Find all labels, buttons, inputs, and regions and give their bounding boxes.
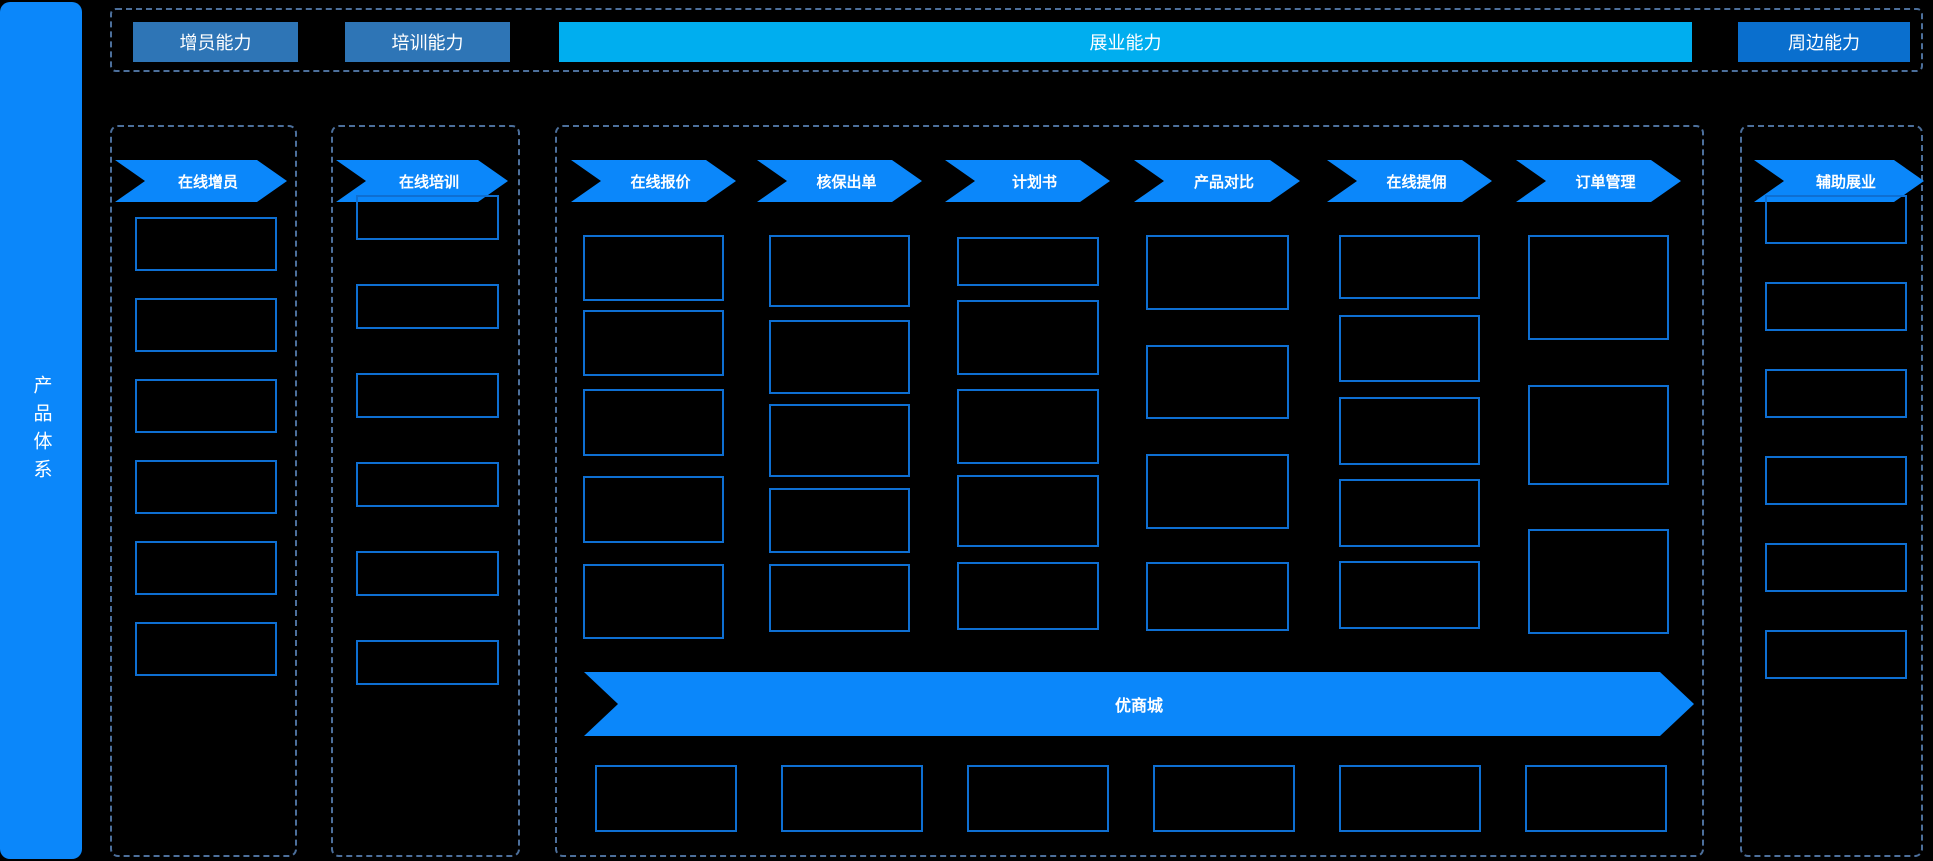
empty-box [1153,765,1295,832]
empty-box [1528,385,1669,485]
empty-box [1765,543,1907,592]
header-arrow-proposal[interactable]: 计划书 [945,160,1110,202]
empty-box [957,300,1099,375]
product-system-rail: 产品体系 [0,2,82,859]
product-system-label: 产品体系 [30,374,52,487]
empty-box [356,551,499,596]
mall-banner[interactable]: 优商城 [584,672,1694,736]
empty-box [957,389,1099,464]
empty-box [781,765,923,832]
empty-box [1146,562,1289,631]
empty-box [769,235,910,307]
empty-box [1339,561,1480,629]
capability-chip-exhibition[interactable]: 展业能力 [559,22,1692,62]
empty-box [583,235,724,301]
header-arrow-online-recruit[interactable]: 在线增员 [115,160,287,202]
empty-box [957,237,1099,286]
capability-chip-peripheral[interactable]: 周边能力 [1738,22,1910,62]
panel-exhibition-main: 在线报价 核保出单 计划书 产品对比 在线提佣 订单管理 优商城 [555,125,1704,857]
empty-box [135,460,277,514]
empty-box [769,320,910,394]
empty-box [583,564,724,639]
empty-box [135,541,277,595]
empty-box [135,298,277,352]
empty-box [356,640,499,685]
empty-box [1528,235,1669,340]
empty-box [1339,315,1480,382]
empty-box [1146,235,1289,310]
empty-box [1525,765,1667,832]
empty-box [583,476,724,543]
header-arrow-order-management[interactable]: 订单管理 [1516,160,1681,202]
empty-box [1339,235,1480,299]
empty-box [1765,282,1907,331]
empty-box [1339,479,1480,547]
panel-online-training: 在线培训 [331,125,520,857]
empty-box [135,379,277,433]
capability-chip-training[interactable]: 培训能力 [345,22,510,62]
empty-box [356,373,499,418]
header-arrow-product-compare[interactable]: 产品对比 [1134,160,1300,202]
empty-box [1146,345,1289,419]
empty-box [769,488,910,553]
empty-box [1765,456,1907,505]
empty-box [1146,454,1289,529]
header-arrow-underwrite-issue[interactable]: 核保出单 [757,160,922,202]
empty-box [356,195,499,240]
empty-box [1765,630,1907,679]
empty-box [957,562,1099,630]
panel-assist-exhibition: 辅助展业 [1740,125,1923,857]
empty-box [967,765,1109,832]
header-arrow-online-commission[interactable]: 在线提佣 [1327,160,1492,202]
empty-box [1528,529,1669,634]
empty-box [583,310,724,376]
empty-box [769,404,910,477]
empty-box [356,284,499,329]
capability-chip-recruit[interactable]: 增员能力 [133,22,298,62]
empty-box [769,564,910,632]
empty-box [135,217,277,271]
empty-box [957,475,1099,547]
empty-box [1765,369,1907,418]
empty-box [135,622,277,676]
empty-box [583,389,724,456]
header-arrow-online-quote[interactable]: 在线报价 [571,160,736,202]
empty-box [1339,765,1481,832]
empty-box [595,765,737,832]
panel-online-recruit: 在线增员 [110,125,297,857]
empty-box [1765,195,1907,244]
empty-box [356,462,499,507]
empty-box [1339,397,1480,465]
top-capability-band: 增员能力 培训能力 展业能力 周边能力 [110,8,1923,72]
